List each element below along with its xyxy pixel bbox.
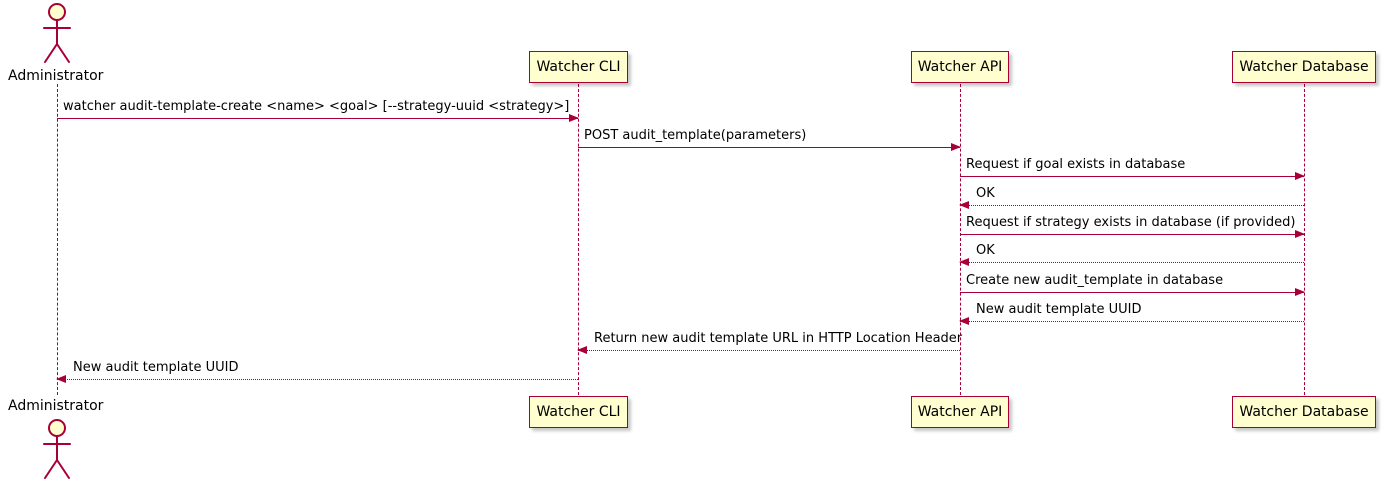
actor-figure-icon [43,419,71,479]
message-line [960,292,1304,293]
arrowhead-left-icon [959,316,969,325]
participant-box-watcher-database-top[interactable]: Watcher Database [1232,51,1376,83]
actor-administrator-top [34,2,82,64]
message-label-5: Request if strategy exists in database (… [966,215,1296,230]
arrowhead-left-icon [56,374,66,383]
message-line [57,118,578,119]
participant-box-watcher-api-top[interactable]: Watcher API [911,51,1009,83]
message-line [960,262,1304,263]
participant-box-watcher-database-bottom[interactable]: Watcher Database [1232,396,1376,428]
message-label-7: Create new audit_template in database [966,273,1224,288]
message-line [960,176,1304,177]
participant-box-watcher-cli-top[interactable]: Watcher CLI [529,51,628,83]
actor-label-administrator-top: Administrator [8,68,104,84]
lifeline-watcher-api [960,84,961,395]
message-label-1: watcher audit-template-create <name> <go… [63,99,570,114]
lifeline-watcher-db [1304,84,1305,395]
message-line [960,321,1304,322]
message-line [578,350,960,351]
arrowhead-right-icon [1295,229,1305,238]
arrowhead-left-icon [959,200,969,209]
message-line [57,379,578,380]
message-label-10: New audit template UUID [73,360,239,375]
lifeline-watcher-cli [578,84,579,395]
participant-box-watcher-api-bottom[interactable]: Watcher API [911,396,1009,428]
message-line [960,234,1304,235]
arrowhead-right-icon [951,142,961,151]
actor-figure-icon [43,3,71,63]
message-line [960,205,1304,206]
message-label-6: OK [976,243,995,258]
message-label-2: POST audit_template(parameters) [584,128,807,143]
message-label-8: New audit template UUID [976,302,1142,317]
lifeline-administrator [57,84,58,395]
arrowhead-right-icon [569,113,579,122]
message-label-4: OK [976,186,995,201]
message-label-3: Request if goal exists in database [966,157,1186,172]
participant-box-watcher-cli-bottom[interactable]: Watcher CLI [529,396,628,428]
message-label-9: Return new audit template URL in HTTP Lo… [594,331,963,346]
arrowhead-left-icon [577,345,587,354]
arrowhead-right-icon [1295,287,1305,296]
arrowhead-left-icon [959,257,969,266]
message-line [578,147,960,148]
actor-administrator-bottom [34,418,82,480]
arrowhead-right-icon [1295,171,1305,180]
actor-label-administrator-bottom: Administrator [8,398,104,414]
